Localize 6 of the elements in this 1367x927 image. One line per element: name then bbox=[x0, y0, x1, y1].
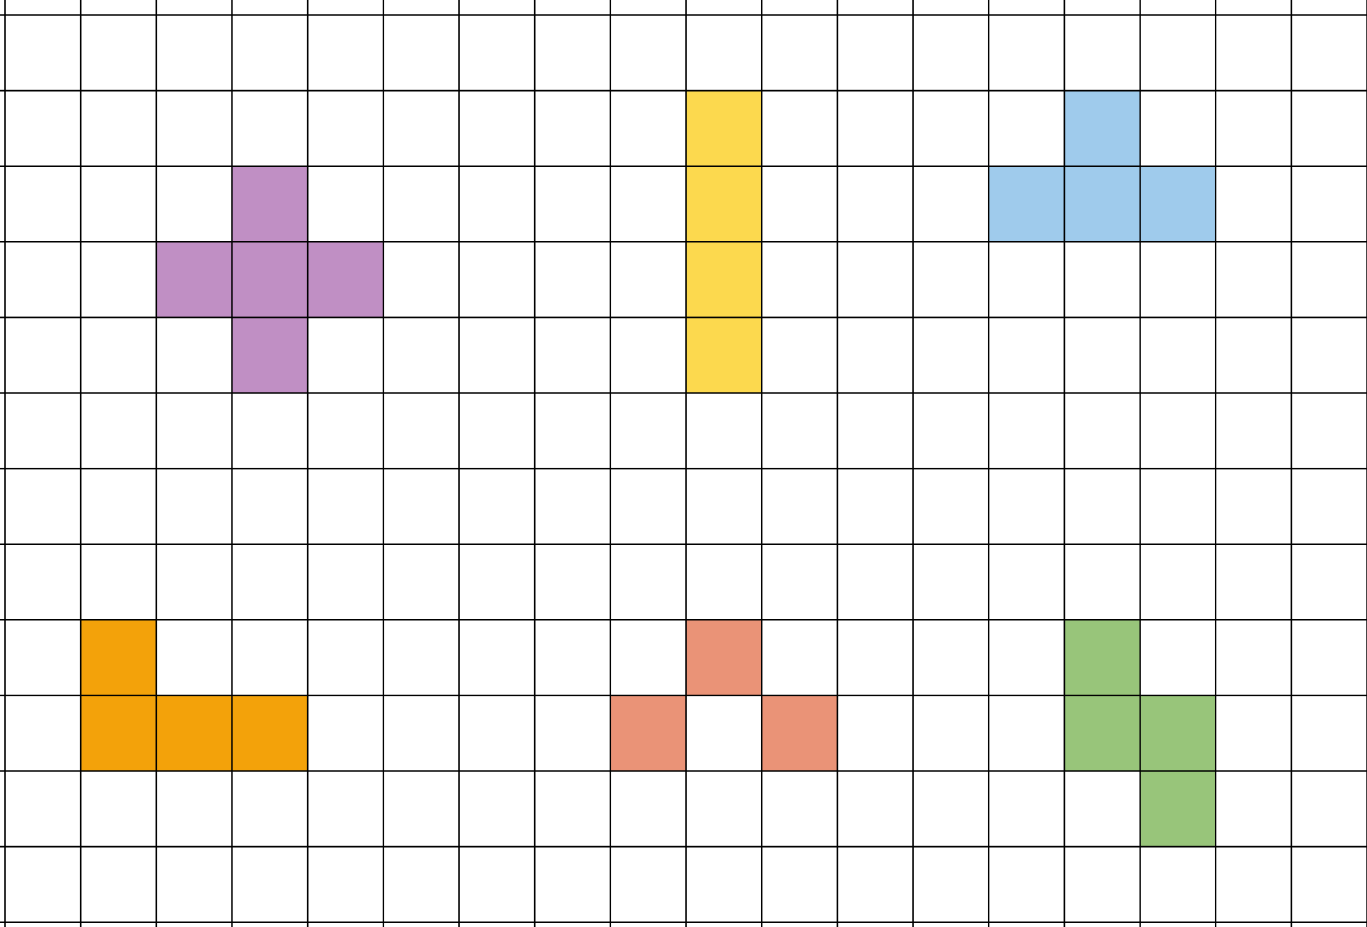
tile-shape bbox=[1064, 619, 1216, 847]
tile-shape bbox=[610, 619, 838, 771]
tile-shape bbox=[686, 90, 762, 393]
tile-shape bbox=[156, 166, 384, 393]
tile-shape bbox=[80, 619, 308, 771]
tile-shape bbox=[988, 90, 1216, 242]
